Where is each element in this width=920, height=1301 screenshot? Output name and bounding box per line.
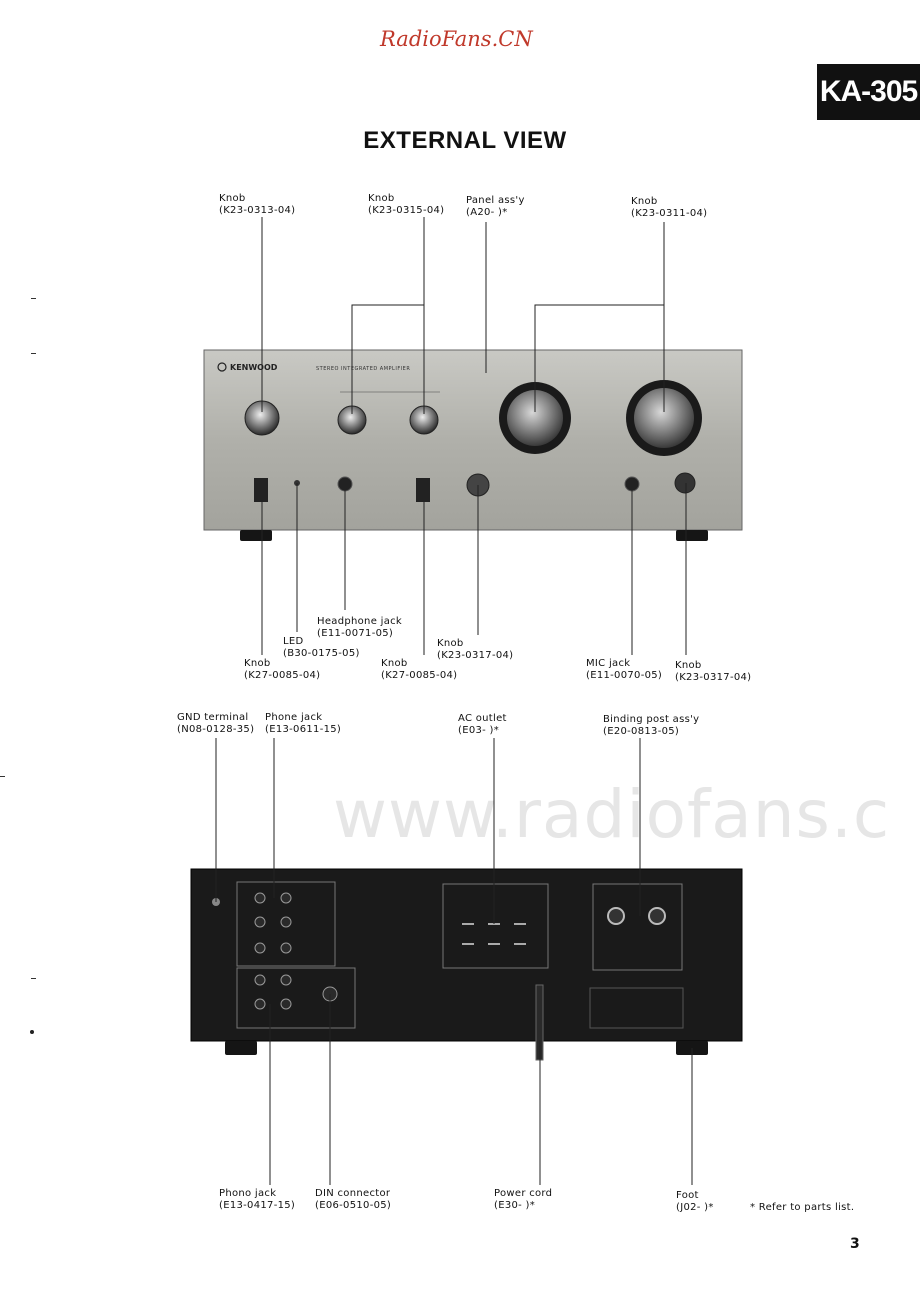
label-knob-tone: Knob(K23-0315-04) — [368, 193, 445, 216]
page-number: 3 — [850, 1236, 860, 1252]
binding-post-left — [607, 907, 625, 925]
binding-post-block — [592, 883, 683, 971]
label-panel-assy: Panel ass'y(A20- )* — [466, 195, 525, 218]
label-foot: Foot(J02- )* — [676, 1190, 714, 1213]
margin-mark — [0, 776, 5, 777]
label-din-connector: DIN connector(E06-0510-05) — [315, 1188, 392, 1211]
label-headphone-jack: Headphone jack(E11-0071-05) — [317, 616, 403, 639]
front-foot-left — [240, 530, 272, 541]
kenwood-logo-icon — [217, 362, 227, 372]
label-binding-post: Binding post ass'y(E20-0813-05) — [603, 714, 700, 737]
label-knob-mic-level: Knob(K23-0317-04) — [675, 660, 752, 683]
label-led: LED(B30-0175-05) — [283, 636, 360, 659]
label-power-cord: Power cord(E30- )* — [494, 1188, 553, 1211]
phono-jack-block — [236, 967, 356, 1029]
label-knob-tone-selector: Knob(K23-0313-04) — [219, 193, 296, 216]
margin-mark — [31, 978, 36, 979]
site-watermark-large: www.radiofans.c — [333, 776, 891, 853]
label-gnd-terminal: GND terminal(N08-0128-35) — [177, 712, 255, 735]
power-switch — [254, 478, 268, 502]
site-watermark: RadioFans.CN — [380, 27, 533, 51]
margin-mark — [30, 1030, 34, 1034]
label-mic-jack: MIC jack(E11-0070-05) — [586, 658, 663, 681]
margin-mark — [31, 298, 36, 299]
label-ac-outlet: AC outlet(E03- )* — [458, 713, 507, 736]
brand-text: KENWOOD — [230, 363, 278, 372]
label-phone-jack: Phone jack(E13-0611-15) — [265, 712, 342, 735]
input-selector-knob — [634, 388, 694, 448]
panel-subtitle: STEREO INTEGRATED AMPLIFIER — [316, 366, 410, 372]
footnote: * Refer to parts list. — [750, 1202, 855, 1213]
margin-mark — [31, 353, 36, 354]
label-phono-jack: Phono jack(E13-0417-15) — [219, 1188, 296, 1211]
volume-knob — [507, 390, 563, 446]
front-foot-right — [676, 530, 708, 541]
binding-post-right — [648, 907, 666, 925]
label-knob-power: Knob(K27-0085-04) — [244, 658, 321, 681]
speaker-switch — [416, 478, 430, 502]
page-title: EXTERNAL VIEW — [363, 127, 567, 154]
rear-foot-left — [225, 1041, 257, 1055]
ac-outlet-block — [442, 883, 549, 969]
mic-level-knob — [674, 472, 696, 494]
model-tab: KA-305 — [817, 64, 920, 120]
input-jack-block — [236, 881, 336, 967]
label-knob-balance: Knob(K23-0317-04) — [437, 638, 514, 661]
label-knob-speakers: Knob(K27-0085-04) — [381, 658, 458, 681]
label-knob-input-selector: Knob(K23-0311-04) — [631, 196, 708, 219]
